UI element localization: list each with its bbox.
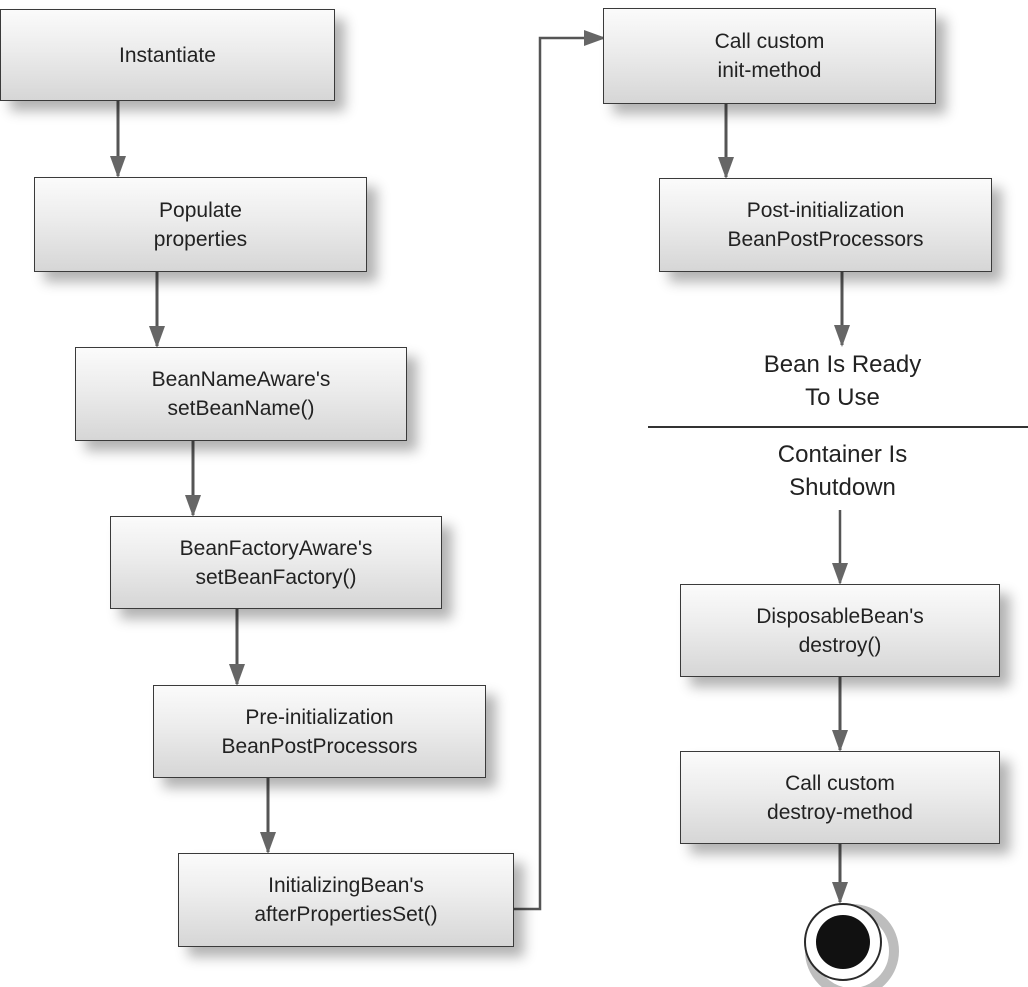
label-container-shutdown-line-1: Container Is [777, 441, 908, 468]
step-pre-init-line-2: BeanPostProcessors [221, 734, 418, 758]
step-bean-factory-aware: BeanFactoryAware's setBeanFactory() [110, 516, 442, 609]
step-custom-destroy-line-1: Call custom [785, 771, 895, 795]
step-bean-name-aware-line-1: BeanNameAware's [151, 368, 331, 391]
step-initializing-bean: InitializingBean's afterPropertiesSet() [178, 853, 514, 947]
label-bean-ready-line-2: To Use [805, 384, 880, 411]
step-bean-factory-aware-line-1: BeanFactoryAware's [179, 536, 373, 560]
step-custom-init-line-2: init-method [717, 59, 822, 82]
step-post-init-bean-post-processors: Post-initialization BeanPostProcessors [659, 178, 992, 272]
step-post-init-line-2: BeanPostProcessors [727, 228, 924, 251]
step-custom-init-method: Call custom init-method [603, 8, 936, 104]
label-bean-ready-line-1: Bean Is Ready [763, 351, 922, 378]
label-container-shutdown: Container Is Shutdown [700, 438, 985, 504]
label-bean-ready: Bean Is Ready To Use [700, 348, 985, 414]
step-populate-properties-line-2: properties [153, 227, 248, 251]
step-bean-name-aware-line-2: setBeanName() [167, 397, 315, 420]
label-container-shutdown-line-2: Shutdown [789, 474, 896, 501]
step-disposable-bean-line-1: DisposableBean's [756, 604, 924, 628]
step-instantiate: Instantiate [0, 9, 335, 101]
step-pre-init-line-1: Pre-initialization [245, 705, 394, 729]
step-pre-init-bean-post-processors: Pre-initialization BeanPostProcessors [153, 685, 486, 778]
step-bean-name-aware: BeanNameAware's setBeanName() [75, 347, 407, 441]
step-disposable-bean-destroy: DisposableBean's destroy() [680, 584, 1000, 677]
step-populate-properties-line-1: Populate [159, 198, 242, 222]
step-custom-destroy-method: Call custom destroy-method [680, 751, 1000, 844]
step-custom-init-line-1: Call custom [714, 30, 825, 53]
step-post-init-line-1: Post-initialization [746, 199, 905, 222]
step-initializing-bean-line-2: afterPropertiesSet() [254, 903, 438, 926]
step-custom-destroy-line-2: destroy-method [767, 800, 913, 824]
step-bean-factory-aware-line-2: setBeanFactory() [195, 565, 357, 589]
step-disposable-bean-line-2: destroy() [798, 633, 882, 657]
step-populate-properties: Populate properties [34, 177, 367, 272]
step-instantiate-line-1: Instantiate [119, 43, 216, 67]
arrow-initializingbean-to-custominit [514, 30, 606, 911]
step-initializing-bean-line-1: InitializingBean's [268, 874, 424, 897]
end-state-icon [804, 903, 899, 987]
